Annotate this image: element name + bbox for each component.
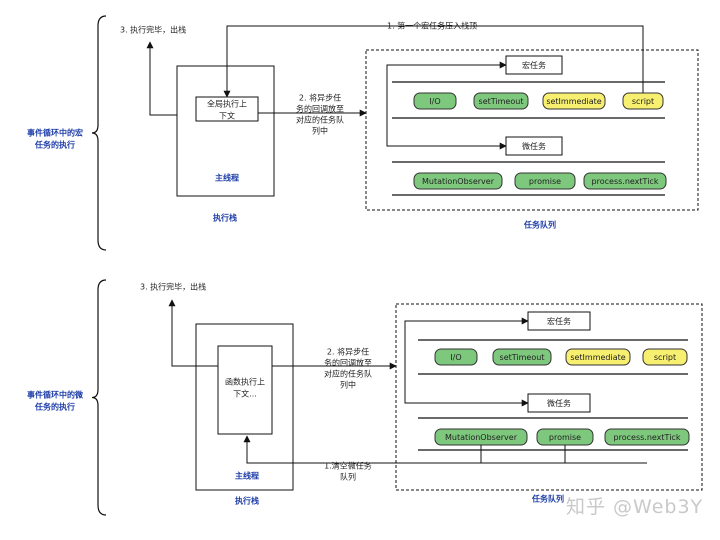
- panel-1-micro-title: 微任务: [522, 141, 546, 151]
- panel-1-micro-item-2: [514, 172, 576, 190]
- panel-1-macro-item-2: [473, 92, 529, 110]
- panel-2-step1-text-line-1: 1.清空微任务: [324, 461, 372, 471]
- panel-2-macro-title: 宏任务: [547, 316, 571, 326]
- panel-2-stack-label: 执行栈: [235, 496, 259, 506]
- panel-2-micro-item-2-label: promise: [549, 433, 581, 442]
- panel-1-brace: [91, 15, 107, 251]
- panel-2-macro-item-4: [642, 348, 688, 366]
- panel-1-main-thread-label: 主线程: [215, 173, 239, 183]
- panel-2-micro-title-box: [527, 393, 591, 413]
- panel-2-task-queue-label: 任务队列: [531, 494, 564, 504]
- panel-1-step2-text-line-1: 2. 将异步任: [299, 93, 341, 103]
- panel-2-step1-arrow: [243, 435, 647, 464]
- panel-2-step1-text-line-2: 队列: [340, 472, 356, 482]
- panel-1-context-text-line-2: 下文: [219, 111, 235, 121]
- panel-2-macro-item-3: [565, 348, 631, 366]
- panel-2-stack-box: [195, 323, 294, 491]
- panel-1-macro-item-4-label: script: [632, 97, 654, 106]
- panel-1-side-label-line-1: 事件循环中的宏: [27, 128, 83, 138]
- panel-2-macro-branch-arrow: [404, 317, 529, 366]
- panel-1-task-queue-box: [365, 49, 699, 211]
- panel-1-step3-arrow: [146, 41, 177, 116]
- panel-1-micro-item-1: [413, 172, 503, 190]
- panel-2-macro-title-box: [527, 311, 591, 331]
- panel-1-macro-branch-arrow: [386, 61, 507, 113]
- panel-2-side-label-line-1: 事件循环中的微: [27, 390, 83, 400]
- panel-1-micro-branch-arrow: [386, 113, 507, 150]
- panel-1-micro-item-3-label: process.nextTick: [592, 177, 659, 186]
- panel-1-macro-item-1-label: I/O: [429, 97, 440, 106]
- panel-1-step3-text: 3. 执行完毕，出栈: [120, 25, 186, 35]
- panel-1-context-text-line-1: 全局执行上: [207, 99, 247, 109]
- panel-1-macro-item-3-label: setImmediate: [546, 97, 601, 106]
- panel-1-micro-item-1-label: MutationObserver: [422, 177, 495, 186]
- watermark: 知乎 @Web3Y: [566, 496, 704, 518]
- panel-2-micro-item-3: [604, 428, 690, 446]
- panel-2-step3-text: 3. 执行完毕，出栈: [140, 282, 206, 292]
- panel-2-context-text-line-1: 函数执行上: [225, 377, 265, 387]
- panel-2-macro-item-2: [492, 348, 552, 366]
- panel-1-macro-item-1: [413, 92, 457, 110]
- panel-2-macro-item-4-label: script: [654, 353, 676, 362]
- panel-2-micro-branch-arrow: [404, 366, 529, 407]
- panel-1-step1-text: 1. 第一个宏任务压入栈顶: [387, 21, 477, 31]
- panel-1-micro-item-3: [583, 172, 667, 190]
- panel-1-side-label-line-2: 任务的执行: [34, 140, 75, 150]
- panel-2-step3-arrow: [168, 299, 218, 367]
- panel-2-context-text-line-2: 下文...: [233, 389, 257, 399]
- panel-2-step2-text-line-3: 对应的任务队: [324, 369, 372, 379]
- panel-2-brace: [91, 279, 107, 516]
- panel-1-step2-text-line-2: 务的回调放至: [296, 104, 344, 114]
- panel-2-task-queue-box: [395, 303, 703, 491]
- panel-2-context-box: [217, 345, 273, 435]
- panel-1-stack-label: 执行栈: [213, 213, 237, 223]
- panel-2-macro-item-1-label: I/O: [450, 353, 461, 362]
- panel-1-stack-box: [176, 65, 275, 197]
- panel-2-step2-text-line-2: 务的回调放至: [324, 358, 372, 368]
- panel-1-macro-title-box: [505, 55, 563, 75]
- panel-2-micro-item-3-label: process.nextTick: [614, 433, 681, 442]
- panel-2-main-thread-label: 主线程: [235, 471, 259, 481]
- panel-2-micro-title: 微任务: [547, 398, 571, 408]
- panel-2-step2-text-line-4: 列中: [340, 380, 356, 390]
- panel-2-side-label-line-2: 任务的执行: [34, 402, 75, 412]
- panel-1-macro-title: 宏任务: [522, 60, 546, 70]
- panel-1-step2-text-line-3: 对应的任务队: [296, 115, 344, 125]
- panel-1-macro-item-3: [542, 92, 606, 110]
- panel-1-micro-item-2-label: promise: [529, 177, 561, 186]
- panel-1-task-queue-label: 任务队列: [523, 220, 556, 230]
- panel-1-step1-arrow: [223, 25, 644, 98]
- panel-2-macro-item-1: [434, 348, 478, 366]
- panel-2-micro-item-1-label: MutationObserver: [445, 433, 518, 442]
- panel-1-micro-title-box: [505, 136, 563, 156]
- panel-1-macro-item-2-label: setTimeout: [479, 97, 524, 106]
- panel-1-step2-text-line-4: 列中: [312, 126, 328, 136]
- panel-2-macro-item-3-label: setImmediate: [570, 353, 625, 362]
- panel-2-step2-text-line-1: 2. 将异步任: [327, 347, 369, 357]
- panel-2-macro-item-2-label: setTimeout: [500, 353, 545, 362]
